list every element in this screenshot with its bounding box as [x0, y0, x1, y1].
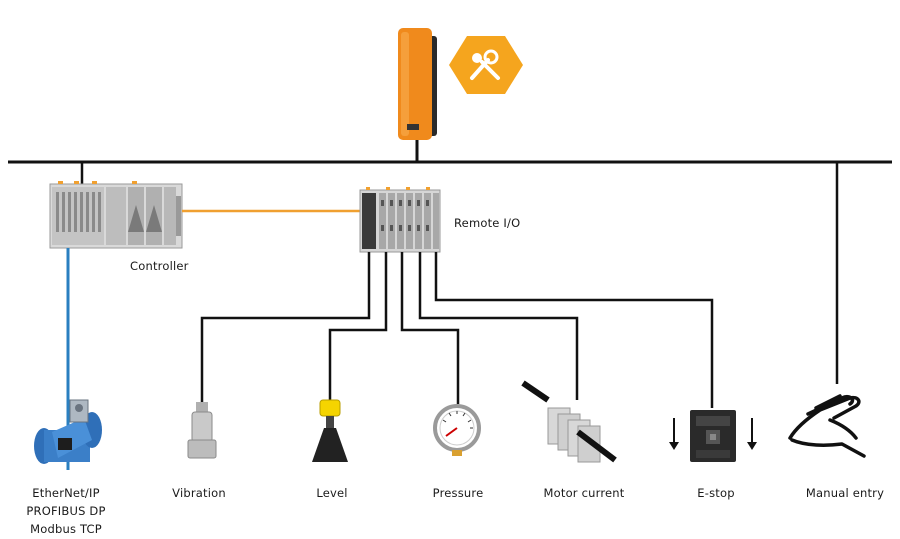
hand-icon	[788, 394, 866, 458]
edge-gateway-device	[398, 28, 437, 162]
modbus-tcp-label: Modbus TCP	[30, 522, 102, 536]
estop-device	[669, 410, 757, 462]
remote-io-device	[359, 187, 441, 253]
vibration-label: Vibration	[172, 486, 226, 500]
level-sensor-device	[312, 399, 348, 462]
wrench-screwdriver-icon	[449, 36, 523, 94]
manual-entry-label: Manual entry	[805, 486, 885, 500]
pressure-label: Pressure	[432, 486, 484, 500]
level-label: Level	[316, 486, 348, 500]
motor-current-label: Motor current	[543, 486, 625, 500]
ethernet-ip-label: EtherNet/IP	[32, 486, 100, 500]
profibus-dp-label: PROFIBUS DP	[26, 504, 106, 518]
estop-label: E-stop	[697, 486, 735, 500]
pressure-gauge-device	[433, 404, 481, 456]
vibration-sensor-device	[187, 402, 217, 459]
controller-device	[49, 181, 183, 249]
flow-meter-device	[34, 399, 102, 464]
motor-current-sensor-device	[521, 380, 617, 463]
remote-io-label: Remote I/O	[454, 216, 521, 230]
controller-label: Controller	[130, 259, 189, 273]
sensor-wiring	[200, 252, 714, 408]
